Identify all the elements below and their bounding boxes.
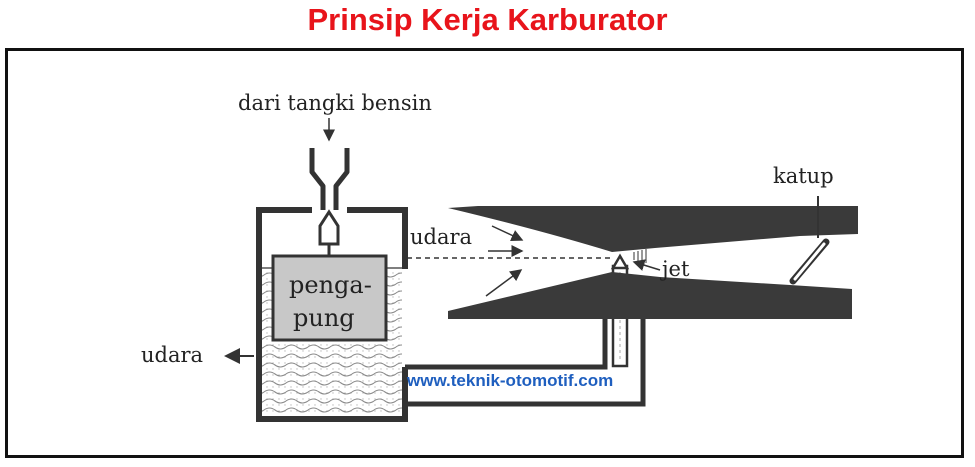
air-inlet-label: udara	[410, 225, 472, 249]
fuel-inlet-label: dari tangki bensin	[238, 91, 432, 115]
jet-label: jet	[659, 257, 690, 281]
fuel-inlet-tube	[309, 148, 350, 210]
diagram-frame	[5, 48, 964, 458]
venturi-lower	[448, 272, 852, 319]
venturi-upper	[448, 206, 858, 252]
diagram-title: Prinsip Kerja Karburator	[307, 2, 668, 37]
float-label-line2: pung	[293, 304, 355, 332]
air-vent-label: udara	[141, 343, 203, 367]
jet-nozzle	[610, 253, 630, 270]
float-label-line1: penga-	[289, 271, 372, 299]
jet-pointer-arrow	[632, 259, 661, 271]
watermark-url: www.teknik-otomotif.com	[406, 371, 613, 390]
air-arrow-upper	[491, 225, 524, 241]
needle-valve	[318, 209, 340, 246]
air-arrow-lower	[485, 269, 523, 297]
valve-label: katup	[773, 164, 834, 188]
jet-spray	[633, 249, 647, 263]
float	[271, 254, 388, 342]
throttle-plate-highlight	[793, 242, 826, 281]
